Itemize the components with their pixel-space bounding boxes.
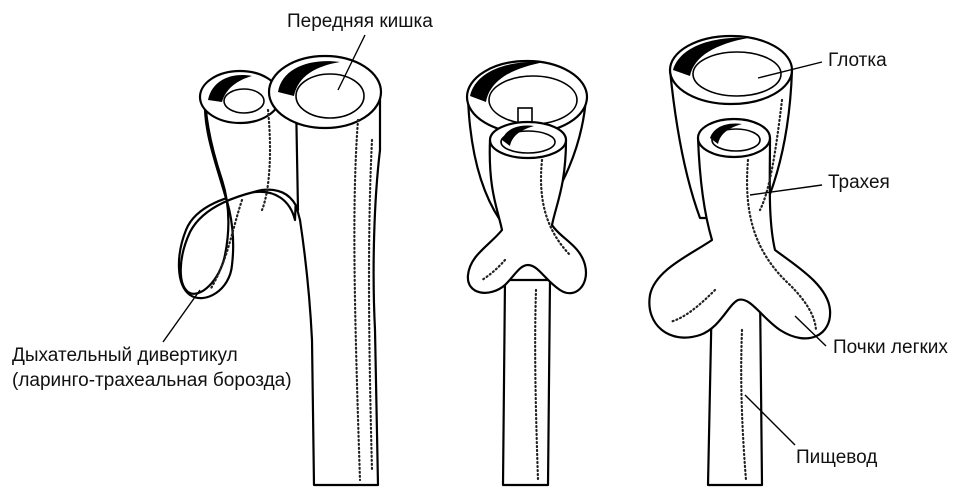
stage2-esophagus: [503, 280, 550, 485]
label-respiratory-diverticulum-sub: (ларинго-трахеальная борозда): [12, 370, 292, 392]
label-respiratory-diverticulum: Дыхательный дивертикул: [12, 345, 238, 367]
label-pharynx: Глотка: [828, 50, 887, 72]
label-esophagus: Пищевод: [796, 447, 877, 469]
label-lung-buds: Почки легких: [833, 337, 948, 359]
label-foregut: Передняя кишка: [287, 11, 433, 33]
stage-2-separation: [467, 61, 587, 485]
stage-1-foregut: [179, 56, 381, 485]
stage-3-trachea-lungs: [649, 36, 830, 485]
leader-diverticulum: [163, 290, 200, 342]
label-trachea: Трахея: [828, 172, 890, 194]
